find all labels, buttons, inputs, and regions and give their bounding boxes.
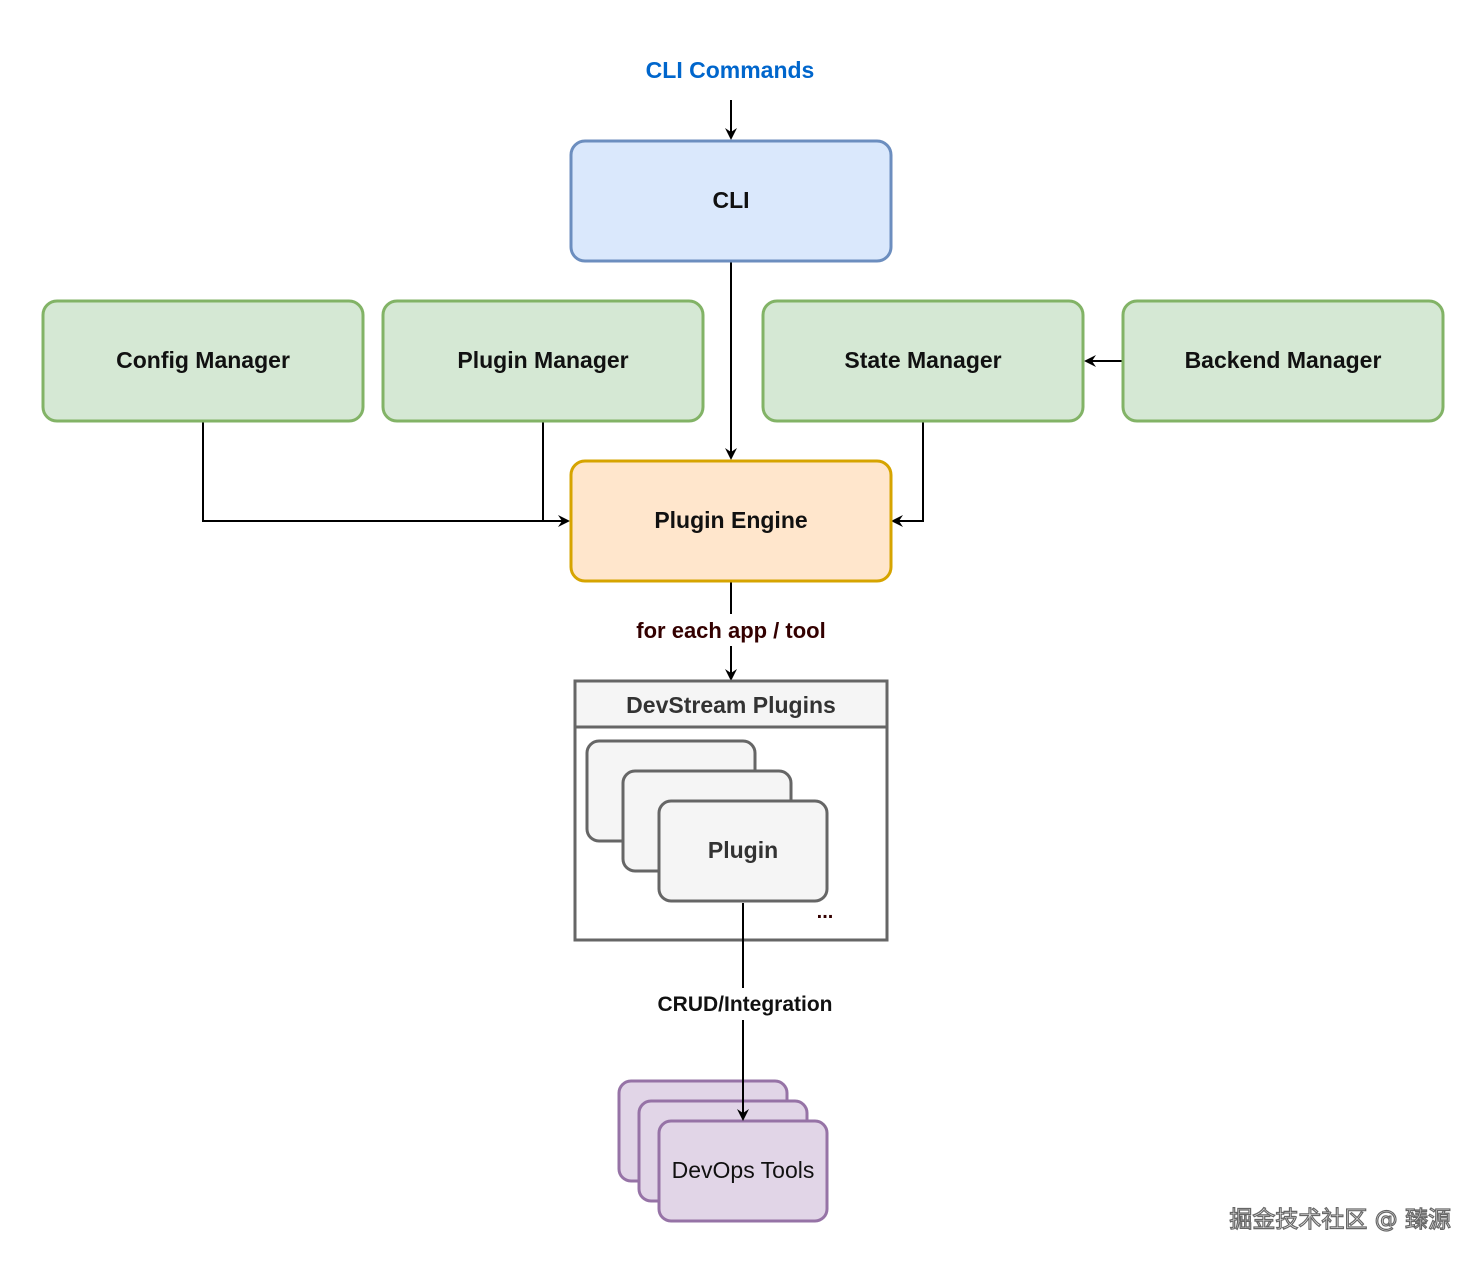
config-manager-label: Config Manager [116,347,290,373]
devstream-plugins-title: DevStream Plugins [626,692,836,718]
edge-config-to-engine [202,421,570,527]
crud-label-bg [650,988,840,1020]
cli-commands-label: CLI Commands [646,57,815,83]
plugin-engine-node [569,459,893,583]
state-manager-node [761,299,1085,423]
for-each-label-bg [622,614,840,646]
plugin-card-front [657,799,829,903]
backend-manager-node [1121,299,1445,423]
plugin-more-ellipsis: ... [817,901,834,923]
crud-integration-label: CRUD/Integration [658,993,833,1016]
plugin-engine-label: Plugin Engine [654,507,807,533]
plugin-manager-label: Plugin Manager [457,347,628,373]
state-manager-label: State Manager [844,347,1001,373]
edge-state-to-engine [891,421,924,527]
plugin-label: Plugin [708,837,778,863]
watermark-text: 掘金技术社区 @ 臻源 [1229,1207,1451,1233]
backend-manager-label: Backend Manager [1185,347,1382,373]
devops-tools-label: DevOps Tools [672,1157,815,1183]
devops-tools-card-front [657,1119,829,1223]
config-manager-node [41,299,365,423]
cli-label: CLI [712,187,749,213]
for-each-label: for each app / tool [636,618,825,643]
devstream-plugins-header [573,679,889,729]
cli-node [569,139,893,263]
plugin-manager-node [381,299,705,423]
